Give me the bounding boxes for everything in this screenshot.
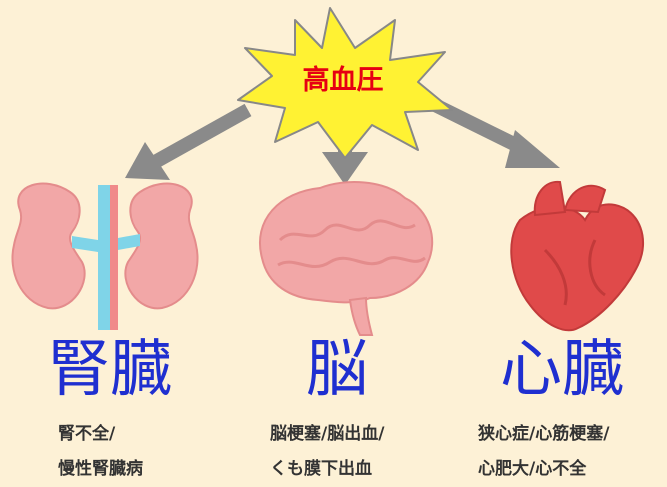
organ-title-heart: 心臓	[500, 332, 625, 405]
kidney-disease-line1: 腎不全/	[58, 424, 116, 444]
kidney-illustration	[11, 182, 199, 330]
heart-illustration	[510, 180, 645, 332]
heart-disease-line1: 狭心症/心筋梗塞/	[478, 424, 610, 444]
kidney-disease-line2: 慢性腎臓病	[58, 459, 143, 479]
organ-title-kidney: 腎臓	[48, 332, 173, 405]
hypertension-label: 高血圧	[302, 65, 384, 96]
arrow-to-kidney	[125, 103, 252, 180]
brain-disease-line1: 脳梗塞/脳出血/	[270, 424, 385, 444]
heart-disease-line2: 心肥大/心不全	[478, 459, 587, 479]
organ-title-brain: 脳	[306, 332, 369, 405]
arrow-to-heart	[431, 98, 560, 168]
brain-disease-line2: くも膜下出血	[270, 459, 372, 479]
hypertension-burst	[237, 7, 453, 159]
brain-illustration	[259, 181, 434, 336]
